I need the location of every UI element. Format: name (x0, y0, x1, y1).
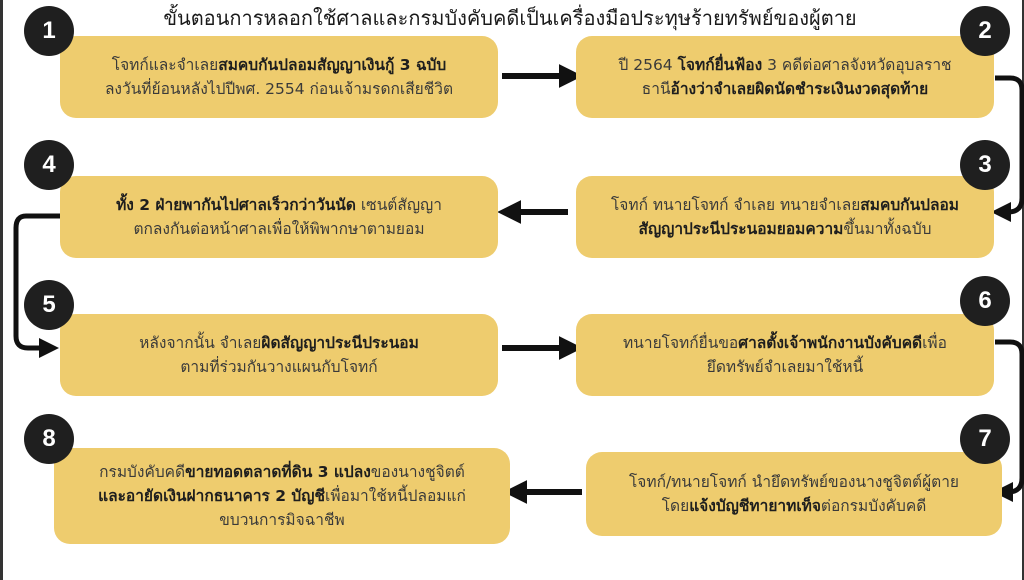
connector-6-to-7 (993, 339, 1024, 502)
step-number-1: 1 (24, 6, 74, 56)
step-number-6: 6 (960, 276, 1010, 326)
step-2-line-2: ธานีอ้างว่าจำเลยผิดนัดชำระเงินงวดสุดท้าย (641, 80, 929, 98)
step-2-line-1: ปี 2564 โจทก์ยื่นฟ้อง 3 คดีต่อศาลจังหวัด… (618, 56, 952, 74)
step-number-4: 4 (24, 140, 74, 190)
step-3-line-1: โจทก์ ทนายโจทก์ จำเลย ทนายจำเลยสมคบกันปล… (610, 196, 960, 214)
step-7-line-1: โจทก์/ทนายโจทก์ นำยึดทรัพย์ของนางชูจิตต์… (628, 473, 960, 491)
step-box-6: ทนายโจทก์ยื่นขอศาลตั้งเจ้าพนักงานบังคับค… (576, 314, 994, 396)
step-3-line-2: สัญญาประนีประนอมยอมความขึ้นมาทั้งฉบับ (638, 220, 932, 238)
step-5-line-1: หลังจากนั้น จำเลยผิดสัญญาประนีประนอม (139, 334, 419, 352)
right-frame-edge (1022, 0, 1024, 580)
step-box-3: โจทก์ ทนายโจทก์ จำเลย ทนายจำเลยสมคบกันปล… (576, 176, 994, 258)
step-box-7: โจทก์/ทนายโจทก์ นำยึดทรัพย์ของนางชูจิตต์… (586, 452, 1002, 536)
diagram-title: ขั้นตอนการหลอกใช้ศาลและกรมบังคับคดีเป็นเ… (163, 6, 857, 30)
step-8-line-3: ขบวนการมิจฉาชีพ (219, 511, 345, 529)
step-number-8: 8 (24, 414, 74, 464)
step-5-line-2: ตามที่ร่วมกันวางแผนกับโจทก์ (180, 358, 378, 376)
step-8-line-1: กรมบังคับคดีขายทอดตลาดที่ดิน 3 แปลงของนา… (99, 463, 465, 481)
step-6-line-1: ทนายโจทก์ยื่นขอศาลตั้งเจ้าพนักงานบังคับค… (623, 334, 947, 352)
step-8-line-2: และอายัดเงินฝากธนาคาร 2 บัญชีเพื่อมาใช้ห… (98, 487, 466, 505)
step-box-5: หลังจากนั้น จำเลยผิดสัญญาประนีประนอม ตาม… (60, 314, 498, 396)
step-box-2: ปี 2564 โจทก์ยื่นฟ้อง 3 คดีต่อศาลจังหวัด… (576, 36, 994, 118)
connector-4-to-5 (13, 213, 60, 358)
step-7-line-2: โดยแจ้งบัญชีทายาทเท็จต่อกรมบังคับคดี (661, 497, 927, 515)
step-1-line-1: โจทก์และจำเลยสมคบกันปลอมสัญญาเงินกู้ 3 ฉ… (111, 56, 447, 74)
left-frame-edge (0, 0, 3, 580)
step-4-line-2: ตกลงกันต่อหน้าศาลเพื่อให้พิพากษาตามยอม (133, 220, 425, 238)
connector-2-to-3 (991, 75, 1024, 222)
step-number-7: 7 (960, 414, 1010, 464)
step-4-line-1: ทั้ง 2 ฝ่ายพากันไปศาลเร็วกว่าวันนัด เซนต… (116, 196, 442, 214)
step-box-8: กรมบังคับคดีขายทอดตลาดที่ดิน 3 แปลงของนา… (54, 448, 510, 544)
step-number-2: 2 (960, 6, 1010, 56)
step-box-4: ทั้ง 2 ฝ่ายพากันไปศาลเร็วกว่าวันนัด เซนต… (60, 176, 498, 258)
step-6-line-2: ยึดทรัพย์จำเลยมาใช้หนี้ (706, 358, 864, 376)
step-box-1: โจทก์และจำเลยสมคบกันปลอมสัญญาเงินกู้ 3 ฉ… (60, 36, 498, 118)
step-number-5: 5 (24, 280, 74, 330)
step-1-line-2: ลงวันที่ย้อนหลังไปปีพศ. 2554 ก่อนเจ้ามรด… (104, 80, 454, 98)
step-number-3: 3 (960, 140, 1010, 190)
